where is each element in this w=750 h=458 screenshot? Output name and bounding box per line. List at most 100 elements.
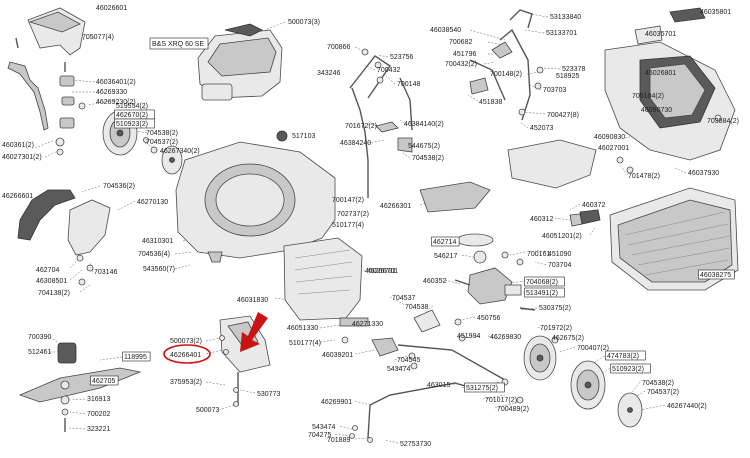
part-number: 704537(2) (146, 139, 178, 146)
part-number: 46269230(2) (96, 99, 136, 106)
part-label: 510177(4) (332, 222, 364, 229)
part-number: 46026801 (645, 70, 676, 77)
part-number-box (698, 269, 735, 280)
rear-flap (419, 139, 597, 213)
part-number: 500073(3) (288, 19, 320, 26)
part-label: 46035801 (700, 9, 731, 16)
part-number: 544675(2) (408, 143, 440, 150)
part-label: 46266601 (2, 193, 33, 200)
part-number: 463015 (427, 382, 450, 389)
part-label: 518925 (556, 73, 579, 80)
part-label: 704536(4) (138, 251, 170, 258)
part-labels: 46026601705077(4)46036401(2)462693304626… (2, 5, 739, 448)
part-number: 703146 (94, 269, 117, 276)
part-number: 46051330 (287, 325, 318, 332)
part-number: 543474 (312, 424, 335, 431)
part-number: 46310301 (142, 238, 173, 245)
part-label: 704537(2) (647, 389, 679, 396)
part-label: 700432 (377, 67, 400, 74)
part-number: 543474 (387, 366, 410, 373)
part-label: 46384240 (340, 140, 371, 147)
part-label: 451838 (479, 99, 502, 106)
part-label: 46090830 (594, 134, 625, 141)
part-label: 46090730 (641, 107, 672, 114)
part-number: 704545 (397, 357, 420, 364)
part-number: 702737(2) (337, 211, 369, 218)
part-label: 700427(8) (547, 112, 579, 119)
part-label: 510923(2) (610, 363, 651, 374)
part-label: 462704 (36, 267, 59, 274)
part-number: 704536(4) (138, 251, 170, 258)
part-number: 46384140(2) (404, 121, 444, 128)
part-label: 543560(7) (143, 266, 175, 273)
connector-lever (371, 337, 506, 381)
part-number: 52753730 (400, 441, 431, 448)
part-number: 530773 (257, 391, 280, 398)
part-number: 46035701 (645, 31, 676, 38)
part-label: 460361(2) (2, 142, 34, 149)
part-number: 705077(4) (82, 34, 114, 41)
part-label: 46037930 (688, 170, 719, 177)
part-label: 451796 (453, 51, 476, 58)
part-label: 46269230(2) (96, 99, 136, 106)
part-number: 53133701 (546, 30, 577, 37)
part-label: 523378 (562, 66, 585, 73)
part-number: 460372 (582, 202, 605, 209)
part-label: 46267440(2) (667, 403, 707, 410)
part-label: 46266301 (380, 203, 411, 210)
part-number: 46266701 (367, 268, 398, 275)
part-label: 701672(2) (345, 123, 377, 130)
part-number: 46027301(2) (2, 154, 42, 161)
part-number: 462714 (433, 239, 456, 246)
part-number: 460352 (423, 278, 446, 285)
part-label: 704538(2) (146, 130, 178, 137)
part-number: 462675(2) (552, 335, 584, 342)
part-label: 46267340(2) (160, 148, 200, 155)
part-label: 46051330 (287, 325, 318, 332)
part-number: 704537(2) (647, 389, 679, 396)
part-number: 46090730 (641, 107, 672, 114)
part-number: 451090 (548, 251, 571, 258)
part-number: 704538(2) (412, 155, 444, 162)
part-number: 543560(7) (143, 266, 175, 273)
part-label: 460312 (530, 216, 553, 223)
part-label: 46384140(2) (404, 121, 444, 128)
part-label: 704538(2) (642, 380, 674, 387)
part-label: 705104(2) (632, 93, 664, 100)
part-number: 700489(2) (497, 406, 529, 413)
part-label: 700866 (327, 44, 350, 51)
part-number: 510923(2) (612, 366, 644, 373)
part-label: 46031830 (237, 297, 268, 304)
part-number-box (524, 276, 565, 287)
part-label: 700407(2) (577, 345, 609, 352)
part-number: 460361(2) (2, 142, 34, 149)
part-label: 46266701 (367, 268, 398, 275)
part-number: 460312 (530, 216, 553, 223)
part-label: 701889 (327, 437, 350, 444)
part-label: 510177(4) (289, 340, 321, 347)
part-label: 702737(2) (337, 211, 369, 218)
part-label: 700489(2) (497, 406, 529, 413)
part-number: 512461 (28, 349, 51, 356)
part-label: 474783(2) (605, 350, 646, 361)
part-number: 451796 (453, 51, 476, 58)
grass-bag (569, 187, 739, 291)
part-number: 46038540 (430, 27, 461, 34)
drive-assembly (413, 233, 536, 342)
part-number: 46266601 (2, 193, 33, 200)
highlight-ellipse (163, 344, 211, 364)
part-label: 519554(2) (116, 103, 148, 110)
part-label: 46038275 (698, 269, 735, 280)
part-label: 46271330 (352, 321, 383, 328)
part-number: 700432(2) (445, 61, 477, 68)
part-label: 46039201 (322, 352, 353, 359)
part-number: 46035801 (700, 9, 731, 16)
part-number: 510923(2) (116, 121, 148, 128)
part-label: 53133701 (546, 30, 577, 37)
part-label: 531275(2) (464, 382, 505, 393)
part-number: 118995 (124, 354, 147, 361)
part-label: 543474 (312, 424, 335, 431)
part-label: 451090 (548, 251, 571, 258)
part-label: 700390 (28, 334, 51, 341)
part-number: 518925 (556, 73, 579, 80)
